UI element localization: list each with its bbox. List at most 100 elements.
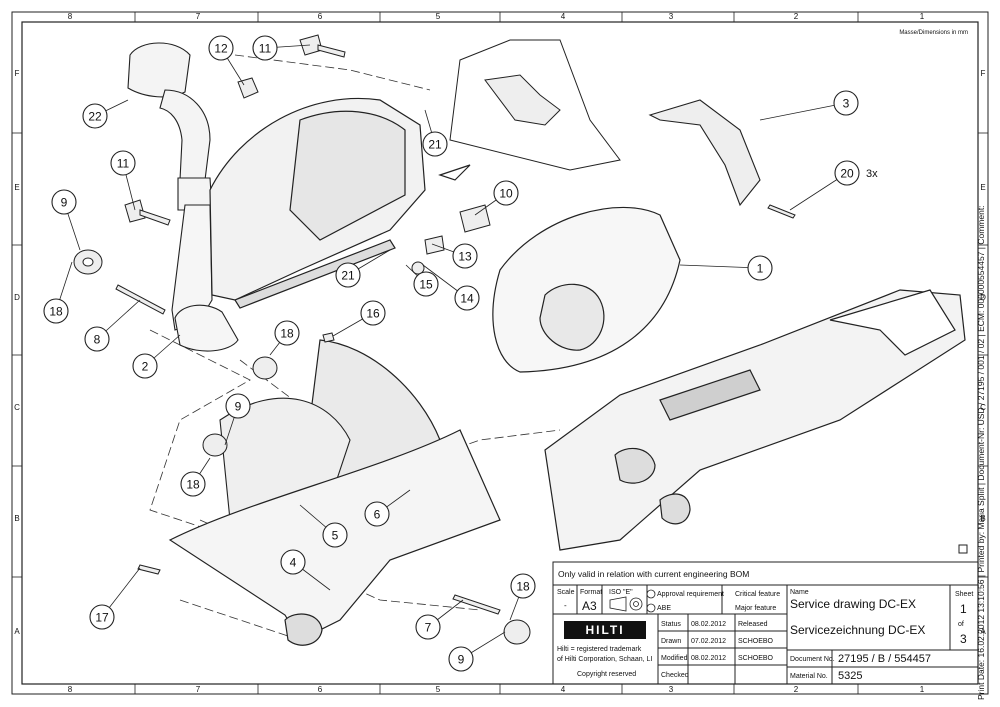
- row-drawn-value: SCHOEBO: [738, 638, 774, 645]
- part-callout-10: 10: [493, 180, 519, 206]
- callout-circle: [208, 35, 234, 61]
- projection-symbol: [609, 589, 656, 613]
- zone-label: F: [981, 69, 986, 78]
- callout-circle: [110, 150, 136, 176]
- part-callout-18: 18: [180, 471, 206, 497]
- callout-circle: [335, 262, 361, 288]
- zone-label: F: [15, 69, 20, 78]
- name-label: Name: [790, 589, 809, 596]
- part-callout-18: 18: [43, 298, 69, 324]
- callout-number: 17: [95, 611, 109, 625]
- direction-arrow: [438, 164, 471, 181]
- part-callout-7: 7: [415, 614, 441, 640]
- callout-circle: [413, 271, 439, 297]
- callout-leader: [759, 102, 847, 121]
- zone-label: C: [980, 403, 986, 412]
- name-de: Servicezeichnung DC-EX: [790, 623, 925, 637]
- zone-label: 3: [669, 685, 674, 694]
- callout-circle: [364, 501, 390, 527]
- part-callout-1: 1: [747, 255, 773, 281]
- zone-label: 5: [436, 685, 441, 694]
- zone-label: 1: [920, 685, 925, 694]
- callout-number: 7: [425, 621, 432, 635]
- guard-base: [171, 204, 239, 352]
- callout-circle: [82, 103, 108, 129]
- callout-number: 18: [280, 327, 294, 341]
- zone-labels-left: F E D C B A: [14, 69, 20, 636]
- bracket: [648, 99, 761, 207]
- title-block: [552, 544, 979, 685]
- callout-number: 18: [186, 478, 200, 492]
- sheet-label: Sheet: [955, 591, 973, 598]
- callout-number: 14: [460, 292, 474, 306]
- part-callout-11: 11: [252, 35, 278, 61]
- callout-number: 12: [214, 42, 228, 56]
- detail-clip: [484, 74, 561, 126]
- callout-number: 21: [428, 138, 442, 152]
- part-callout-21: 21: [422, 131, 448, 157]
- scale-value: -: [564, 601, 567, 610]
- trademark-line2: of Hilti Corporation, Schaan, LI: [557, 656, 652, 663]
- row-modified-date: 08.02.2012: [691, 655, 726, 662]
- zone-label: 4: [561, 685, 566, 694]
- callout-circle: [510, 573, 536, 599]
- part-callout-12: 12: [208, 35, 234, 61]
- callout-circle: [747, 255, 773, 281]
- part-callout-9: 9: [448, 646, 474, 672]
- callout-number: 18: [516, 580, 530, 594]
- callout-number: 18: [49, 305, 63, 319]
- callout-number: 4: [290, 556, 297, 570]
- zone-labels-right: F E D C B A: [980, 69, 986, 636]
- callout-number: 15: [419, 278, 433, 292]
- print-note: Print Date: 16.02.2012 13:10:56 | Printe…: [976, 205, 986, 700]
- name-en: Service drawing DC-EX: [790, 597, 916, 611]
- zone-label: 8: [68, 685, 73, 694]
- part-callout-20: 20: [834, 160, 860, 186]
- part-callout-21: 21: [335, 262, 361, 288]
- material-no-value: 5325: [838, 670, 862, 682]
- callout-circle: [448, 646, 474, 672]
- callout-circle: [452, 243, 478, 269]
- callout-circle: [132, 353, 158, 379]
- part-callout-4: 4: [280, 549, 306, 575]
- callout-circle: [180, 471, 206, 497]
- format-label: Format: [580, 589, 602, 596]
- row-checked-label: Checked: [661, 672, 689, 679]
- material-no-label: Material No.: [790, 673, 828, 680]
- callout-circle: [252, 35, 278, 61]
- zone-label: D: [980, 293, 986, 302]
- of-value: 3: [960, 632, 967, 646]
- callout-number: 22: [88, 110, 102, 124]
- part-callout-17: 17: [89, 604, 115, 630]
- callout-number: 13: [458, 250, 472, 264]
- callout-number: 2: [142, 360, 149, 374]
- upper-guard: [209, 97, 426, 309]
- part-callout-9: 9: [225, 393, 251, 419]
- callout-circle: [493, 180, 519, 206]
- callout-number: 5: [332, 529, 339, 543]
- format-value: A3: [582, 599, 597, 613]
- angle-grinder: [544, 289, 966, 551]
- scale-label: Scale: [557, 589, 575, 596]
- part-callout-6: 6: [364, 501, 390, 527]
- critical-feature: Critical feature: [735, 591, 780, 598]
- detail-view-outline: [449, 39, 621, 171]
- row-status-label: Status: [661, 621, 681, 628]
- part-callout-22: 22: [82, 103, 108, 129]
- row-modified-value: SCHOEBO: [738, 655, 774, 662]
- part-callout-5: 5: [322, 522, 348, 548]
- part-callout-18: 18: [510, 573, 536, 599]
- callout-circle: [834, 160, 860, 186]
- document-no-value: 27195 / B / 554457: [838, 653, 931, 665]
- of-label: of: [958, 621, 964, 628]
- zone-label: D: [14, 293, 20, 302]
- row-modified-label: Modified: [661, 655, 688, 662]
- zone-label: 6: [318, 685, 323, 694]
- row-drawn-label: Drawn: [661, 638, 681, 645]
- callout-circle: [322, 522, 348, 548]
- zone-label: A: [14, 627, 20, 636]
- part-callouts: 1234567899910111112131415161718181818202…: [43, 35, 860, 672]
- zone-label: 1: [920, 12, 925, 21]
- callout-circle: [225, 393, 251, 419]
